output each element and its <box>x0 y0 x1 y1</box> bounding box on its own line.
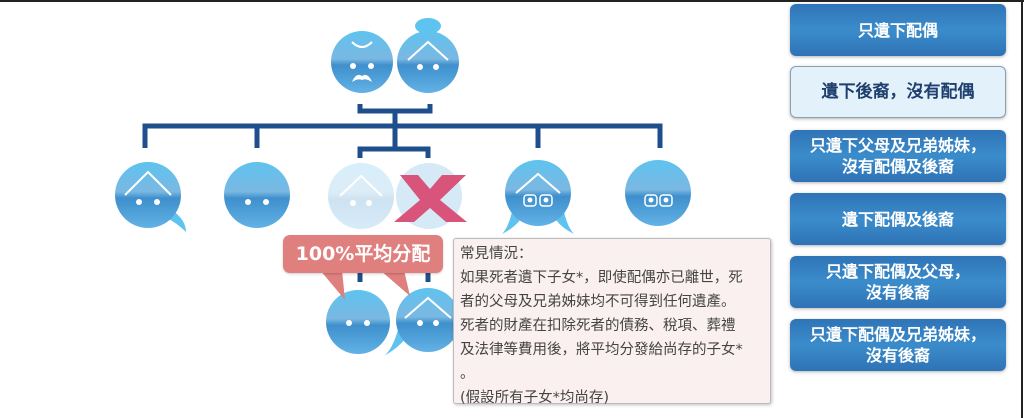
menu-button-spouse-and-siblings[interactable]: 只遺下配偶及兄弟姊妹， 沒有後裔 <box>790 319 1006 371</box>
daughter-icon <box>384 288 460 356</box>
grandmother-icon <box>397 18 459 93</box>
info-line: 如果死者遺下子女*，即使配偶亦已離世，死 <box>460 270 743 286</box>
info-line: 者的父母及兄弟姊妹均不可得到任何遺產。 <box>460 294 736 310</box>
family-tree <box>115 18 691 356</box>
sister-icon <box>115 162 186 232</box>
menu-button-spouse-and-issue[interactable]: 遺下配偶及後裔 <box>790 193 1006 245</box>
menu-button-spouse-only[interactable]: 只遺下配偶 <box>790 4 1006 56</box>
info-line: 死者的財產在扣除死者的債務、稅項、葬禮 <box>460 318 736 334</box>
deceased-person-icon <box>394 163 467 229</box>
button-label: 只遺下配偶及父母， <box>825 262 970 281</box>
tree-lines <box>142 104 663 282</box>
button-label: 只遺下父母及兄弟姊妹， <box>809 136 986 155</box>
deceased-spouse-icon <box>328 163 394 229</box>
bubble-tails <box>320 270 410 300</box>
menu-button-parents-siblings[interactable]: 只遺下父母及兄弟姊妹， 沒有配偶及後裔 <box>790 130 1006 182</box>
button-label: 遺下配偶及後裔 <box>841 209 954 229</box>
button-label: 遺下後裔，沒有配偶 <box>821 81 975 102</box>
button-label: 只遺下配偶 <box>857 20 938 40</box>
aunt-with-glasses-icon <box>502 160 574 234</box>
cross-icon <box>394 175 467 222</box>
window-top-border <box>0 0 1024 2</box>
button-label: 只遺下配偶及兄弟姊妹， <box>809 325 986 344</box>
uncle-with-glasses-icon <box>625 160 691 226</box>
menu-button-issue-no-spouse[interactable]: 遺下後裔，沒有配偶 <box>790 66 1006 118</box>
menu-button-spouse-and-parents[interactable]: 只遺下配偶及父母， 沒有後裔 <box>790 256 1006 308</box>
son-icon <box>326 290 390 354</box>
info-line: 。 <box>460 366 475 382</box>
button-label: 沒有後裔 <box>865 283 930 302</box>
button-label: 沒有後裔 <box>865 346 930 365</box>
info-box: 常見情況： 如果死者遺下子女*，即使配偶亦已離世，死 者的父母及兄弟姊妹均不可得… <box>453 238 771 406</box>
info-heading: 常見情況： <box>460 246 533 262</box>
info-line: 及法律等費用後，將平均分發給尚存的子女* <box>460 342 743 358</box>
window-right-border <box>1021 0 1023 418</box>
equal-share-bubble: 100%平均分配 <box>283 235 443 273</box>
grandfather-icon <box>331 31 393 93</box>
button-label: 沒有配偶及後裔 <box>841 157 954 176</box>
info-note: (假設所有子女*均尚存) <box>460 390 610 406</box>
brother-icon <box>224 162 290 228</box>
